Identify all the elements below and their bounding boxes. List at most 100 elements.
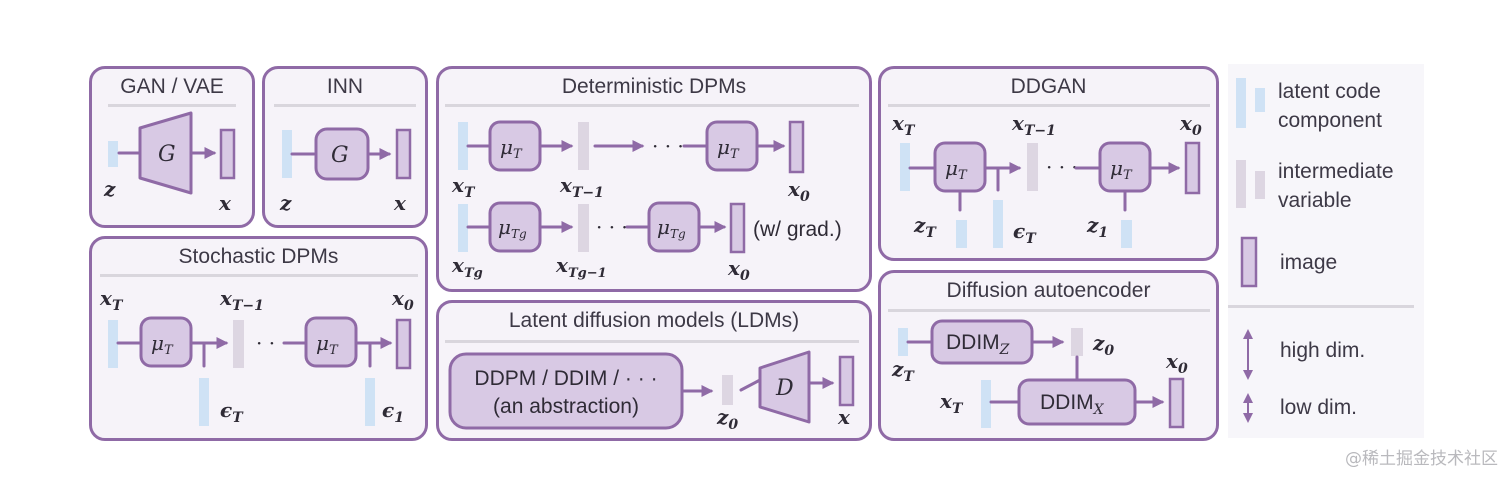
mu-box xyxy=(933,141,987,193)
eps1-label: ϵ1 xyxy=(382,398,404,426)
noise-z1 xyxy=(1121,220,1132,248)
z0-label: z0 xyxy=(716,405,738,433)
image-x xyxy=(219,128,236,180)
panel-title: DDGAN xyxy=(1010,75,1087,98)
legend-image-swatch xyxy=(1240,236,1258,288)
legend-intermediate-label-1: intermediate xyxy=(1278,160,1394,183)
epsT-label: ϵT xyxy=(1013,219,1037,247)
intermediate-xTg1 xyxy=(578,204,589,252)
x-label: x xyxy=(393,191,407,215)
x-label: x xyxy=(837,405,851,429)
image-x0 xyxy=(1168,377,1185,429)
legend-latent-swatch xyxy=(1236,78,1246,128)
latent-xT xyxy=(108,320,118,368)
legend-symbols xyxy=(1236,78,1265,423)
abstraction-line-1: DDPM / DDIM / · · · xyxy=(474,367,657,390)
z-label: z xyxy=(103,177,116,201)
mu-box xyxy=(488,120,542,172)
dots: · · · xyxy=(652,134,684,158)
xTg-label: xTg xyxy=(451,253,483,281)
ddim-x-label: DDIMX xyxy=(1040,391,1105,418)
xTg1-label: xTg−1 xyxy=(555,253,607,281)
panel-title: Latent diffusion models (LDMs) xyxy=(508,309,800,332)
x-label: x xyxy=(218,191,232,215)
panel-deterministic-dpms: Deterministic DPMs xyxy=(436,66,872,292)
panel-title: GAN / VAE xyxy=(120,75,224,98)
dots: · · · xyxy=(1046,155,1078,179)
latent-xT xyxy=(458,122,468,170)
z0-label: z0 xyxy=(1092,331,1114,359)
title-divider xyxy=(888,309,1210,312)
zT-label: zT xyxy=(891,357,915,385)
image-x0 xyxy=(729,202,746,254)
xT1-label: xT−1 xyxy=(219,286,264,314)
title-divider xyxy=(274,104,416,107)
generator-label: G xyxy=(331,143,349,168)
z1-label: z1 xyxy=(1086,213,1108,241)
xT-label: xT xyxy=(939,389,964,417)
diffae-diagram: DDIMZ z0 zT x0 xT DDIMX xyxy=(891,319,1188,429)
panel-title: Deterministic DPMs xyxy=(561,75,747,98)
arrow-edge xyxy=(739,378,762,392)
generator-label: G xyxy=(158,142,176,167)
mu-box xyxy=(1098,141,1152,193)
legend-intermediate-swatch-small xyxy=(1255,171,1265,199)
xT-label: xT xyxy=(891,111,916,139)
noise-eps1 xyxy=(365,378,375,426)
image-x0 xyxy=(788,120,805,174)
latent-code-z xyxy=(282,130,292,178)
image-x xyxy=(838,355,855,407)
legend: latent code component intermediate varia… xyxy=(1228,64,1424,438)
xT1-label: xT−1 xyxy=(1011,111,1056,139)
x0-label: x0 xyxy=(1179,111,1202,139)
title-divider xyxy=(100,274,418,277)
latent-xT xyxy=(981,380,991,428)
x0-label: x0 xyxy=(391,286,414,314)
mu-box xyxy=(304,316,358,368)
decoder-trapezoid xyxy=(758,350,811,424)
title-divider xyxy=(888,104,1210,107)
mu-label: μT xyxy=(500,135,523,162)
noise-zT xyxy=(956,220,967,248)
legend-high-dim-label: high dim. xyxy=(1280,339,1366,362)
title-divider xyxy=(108,104,236,107)
z-label: z xyxy=(279,191,292,215)
decoder-label: D xyxy=(775,376,794,401)
zT-label: zT xyxy=(913,213,937,241)
watermark: @稀土掘金技术社区 xyxy=(1345,449,1498,469)
intermediate-xT1 xyxy=(233,320,244,368)
x0-label: x0 xyxy=(1165,349,1188,377)
legend-intermediate-swatch xyxy=(1236,160,1246,208)
panel-title: INN xyxy=(326,75,364,98)
latent-z0 xyxy=(722,375,733,405)
xT-label: xT xyxy=(99,286,124,314)
xT1-label: xT−1 xyxy=(559,173,604,201)
intermediate-xT1 xyxy=(578,122,589,170)
title-divider xyxy=(445,340,859,343)
dots: · · · xyxy=(596,215,628,239)
gan-vae-diagram: G z x xyxy=(103,111,236,215)
image-x xyxy=(395,128,412,180)
mu-label: μTg xyxy=(657,215,686,241)
legend-image-label: image xyxy=(1280,251,1338,274)
dots: · · · xyxy=(256,331,288,355)
noise-epsT xyxy=(199,378,209,426)
deterministic-diagram: μT · · · μT xT xT−1 x0 μTg · · · μTg xyxy=(451,120,842,284)
latent-xTg xyxy=(458,204,468,252)
legend-latent-label-2: component xyxy=(1278,109,1382,132)
mu-label: μT xyxy=(151,331,174,358)
ddgan-diagram: xT xT−1 x0 μT · · · μT zT ϵT z1 xyxy=(891,111,1202,248)
mu-box xyxy=(705,120,759,172)
panel-title: Diffusion autoencoder xyxy=(946,279,1151,302)
ddim-z-label: DDIMZ xyxy=(946,331,1010,358)
legend-low-dim-label: low dim. xyxy=(1280,396,1358,419)
mu-label: μT xyxy=(316,331,339,358)
legend-latent-swatch-small xyxy=(1255,88,1265,112)
title-divider xyxy=(445,104,859,107)
stochastic-diagram: xT xT−1 x0 μT · · · μT ϵT ϵ1 xyxy=(99,286,414,426)
x0-label: x0 xyxy=(727,256,750,284)
legend-divider xyxy=(1228,305,1414,308)
image-x0 xyxy=(395,318,412,370)
epsT-label: ϵT xyxy=(220,398,244,426)
